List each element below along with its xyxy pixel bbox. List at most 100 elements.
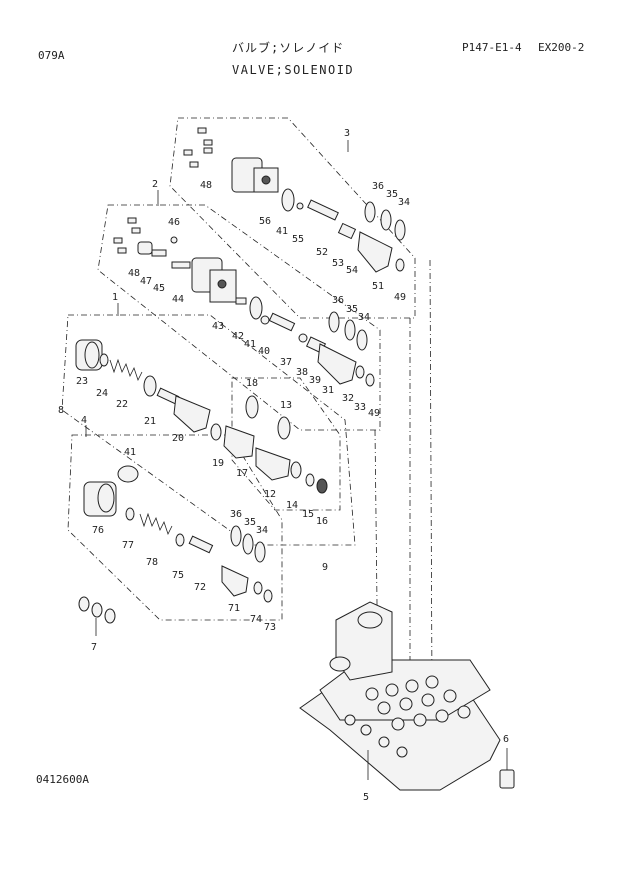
solenoid-56 — [231, 157, 279, 193]
o-ring-41-mid — [249, 296, 263, 320]
washer-24 — [99, 353, 109, 367]
callout-74: 74 — [250, 614, 262, 625]
o-ring-36-top — [364, 201, 376, 223]
callout-48a: 48 — [200, 180, 212, 191]
o-ring-41-top — [281, 188, 295, 212]
group-box-2 — [97, 204, 381, 431]
pin-38 — [298, 333, 308, 343]
group-box-3 — [169, 117, 416, 319]
pin-42 — [235, 297, 247, 305]
ring-49-mid — [365, 373, 375, 387]
callout-38: 38 — [296, 367, 308, 378]
callout-32: 32 — [342, 393, 354, 404]
callout-77: 77 — [122, 540, 134, 551]
callout-46: 46 — [168, 217, 180, 228]
group-box-9 — [231, 377, 341, 511]
o-ring-35-top — [380, 209, 392, 231]
callout-48b: 48 — [128, 268, 140, 279]
callout-75: 75 — [172, 570, 184, 581]
cap-23 — [75, 339, 103, 371]
o-ring-35-low — [242, 533, 254, 555]
plug-12 — [255, 447, 291, 481]
page-reference: P147-E1-4 — [462, 41, 522, 54]
callout-41a: 41 — [276, 226, 288, 237]
cap-16 — [316, 478, 328, 494]
callout-3: 3 — [344, 128, 350, 139]
sheet-code: 079A — [38, 49, 65, 62]
callout-52: 52 — [316, 247, 328, 258]
callout-72: 72 — [194, 582, 206, 593]
callout-36c: 36 — [230, 509, 242, 520]
ring-73 — [263, 589, 273, 603]
washer-75 — [175, 533, 185, 547]
callout-6: 6 — [503, 734, 509, 745]
callout-41c: 41 — [124, 447, 136, 458]
spool-52 — [307, 199, 339, 221]
sleeve-71 — [221, 565, 249, 597]
spool-37 — [268, 312, 296, 332]
o-ring-36-mid — [328, 311, 340, 333]
sleeve-51 — [357, 231, 393, 273]
callout-5: 5 — [363, 792, 369, 803]
pin-46 — [170, 236, 178, 244]
sleeve-31 — [317, 343, 357, 385]
callout-21: 21 — [144, 416, 156, 427]
plug-47 — [137, 241, 153, 255]
callout-31: 31 — [322, 385, 334, 396]
ring-74 — [253, 581, 263, 595]
callout-23: 23 — [76, 376, 88, 387]
callout-4: 4 — [81, 415, 87, 426]
o-ring-34-mid — [356, 329, 368, 351]
nut-45 — [151, 249, 167, 257]
callout-19: 19 — [212, 458, 224, 469]
callout-8: 8 — [58, 405, 64, 416]
callout-51: 51 — [372, 281, 384, 292]
callout-22: 22 — [116, 399, 128, 410]
callout-44: 44 — [172, 294, 184, 305]
callout-13: 13 — [280, 400, 292, 411]
callout-36b: 36 — [332, 295, 344, 306]
callout-56: 56 — [259, 216, 271, 227]
spool-72 — [188, 535, 214, 554]
callout-47: 47 — [140, 276, 152, 287]
callout-14: 14 — [286, 500, 298, 511]
spring-22 — [109, 358, 143, 382]
callout-20: 20 — [172, 433, 184, 444]
center-line-c — [429, 259, 433, 691]
o-ring-34-low — [254, 541, 266, 563]
callout-35a: 35 — [386, 189, 398, 200]
drawing-number: 0412600A — [36, 773, 89, 786]
callout-37: 37 — [280, 357, 292, 368]
callout-33: 33 — [354, 402, 366, 413]
callout-34c: 34 — [256, 525, 268, 536]
sleeve-17 — [223, 425, 255, 459]
callout-55: 55 — [292, 234, 304, 245]
o-ring-41-low — [117, 465, 139, 483]
callout-12: 12 — [264, 489, 276, 500]
title-japanese: バルブ;ソレノイド — [232, 41, 345, 55]
callout-43: 43 — [212, 321, 224, 332]
spring-78 — [139, 512, 173, 536]
callout-labels: 3 2 1 4 8 9 7 5 6 48 56 41 55 52 53 54 5… — [58, 128, 509, 803]
callout-73: 73 — [264, 622, 276, 633]
callout-40: 40 — [258, 346, 270, 357]
o-ring-18 — [245, 395, 259, 419]
callout-53: 53 — [332, 258, 344, 269]
callout-24: 24 — [96, 388, 108, 399]
callout-9: 9 — [322, 562, 328, 573]
callout-78: 78 — [146, 557, 158, 568]
washers-7 — [78, 596, 116, 636]
callout-7: 7 — [91, 642, 97, 653]
washer-77 — [125, 507, 135, 521]
o-ring-13 — [277, 416, 291, 440]
center-line-b — [374, 429, 379, 691]
cap-76 — [83, 481, 117, 517]
callout-49a: 49 — [394, 292, 406, 303]
valve-body-5 — [299, 601, 501, 791]
washer-40 — [260, 315, 270, 325]
callout-54: 54 — [346, 265, 358, 276]
bolts-48-top — [183, 127, 213, 168]
callout-39: 39 — [309, 375, 321, 386]
ring-32 — [355, 365, 365, 379]
ring-49-top — [395, 258, 405, 272]
